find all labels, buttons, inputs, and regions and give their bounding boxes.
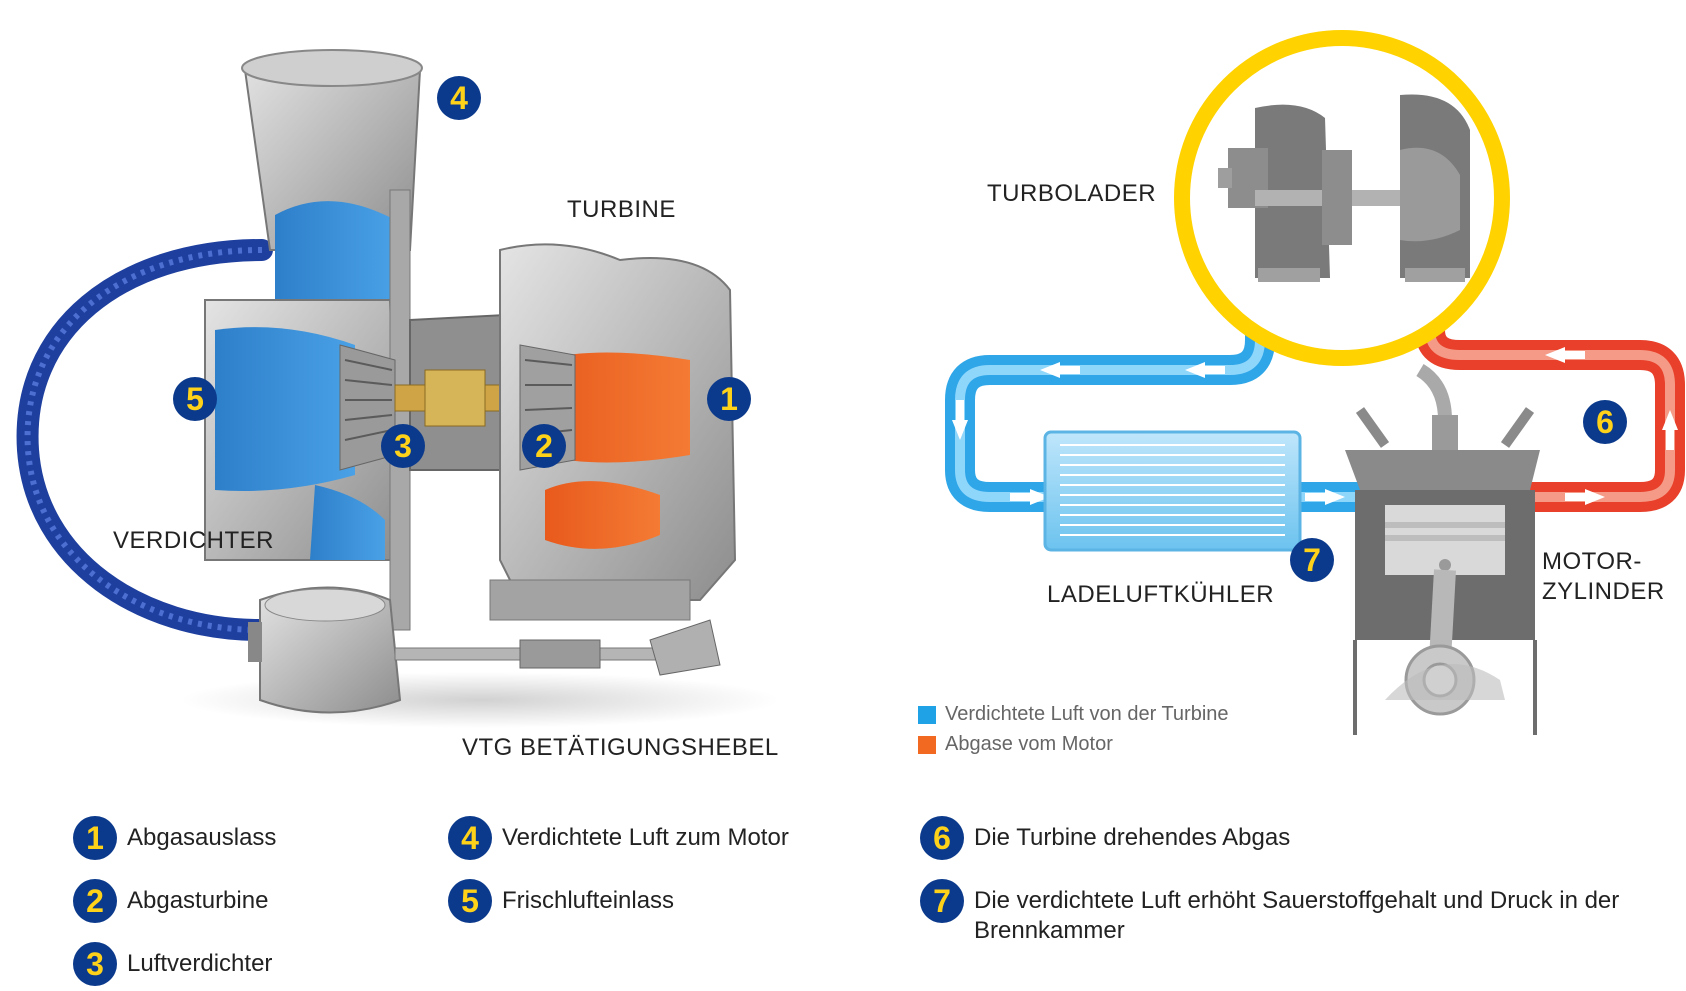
badge-5: 5 xyxy=(173,377,217,421)
label-motor-zylinder: MOTOR- ZYLINDER xyxy=(1542,547,1665,607)
label-verdichter: VERDICHTER xyxy=(113,527,275,554)
engine-cylinder xyxy=(1345,363,1540,735)
turbo-circuit-diagram xyxy=(945,30,1685,735)
badge-1: 1 xyxy=(707,377,751,421)
key-badge-1: 1 xyxy=(73,816,117,860)
label-motor-line1: MOTOR- xyxy=(1542,548,1642,575)
key-badge-7: 7 xyxy=(920,879,964,923)
key-text-1: Abgasauslass xyxy=(127,824,277,851)
legend-text-air: Verdichtete Luft von der Turbine xyxy=(945,703,1229,725)
badge-7: 7 xyxy=(1290,538,1334,582)
key-item-5: 5 Frischlufteinlass xyxy=(448,879,674,923)
label-vtg-betaetigungshebel: VTG BETÄTIGUNGSHEBEL xyxy=(462,734,779,761)
badge-6: 6 xyxy=(1583,400,1627,444)
badge-2: 2 xyxy=(522,424,566,468)
badge-3: 3 xyxy=(381,424,425,468)
key-text-6: Die Turbine drehendes Abgas xyxy=(974,824,1291,851)
label-turbine: TURBINE xyxy=(567,196,676,223)
key-badge-2: 2 xyxy=(73,879,117,923)
turbolader-icon xyxy=(1218,94,1470,282)
key-item-2: 2 Abgasturbine xyxy=(73,879,268,923)
key-text-7: Die verdichtete Luft erhöht Sauerstoffge… xyxy=(974,887,1620,944)
key-text-5: Frischlufteinlass xyxy=(502,887,675,914)
label-motor-line2: ZYLINDER xyxy=(1542,578,1665,605)
turbocharger-cutaway xyxy=(16,49,780,728)
key-text-3: Luftverdichter xyxy=(127,950,273,977)
key-text-2: Abgasturbine xyxy=(127,887,269,914)
key-item-6: 6 Die Turbine drehendes Abgas xyxy=(920,816,1290,860)
key-badge-5: 5 xyxy=(448,879,492,923)
legend-swatch-exhaust xyxy=(918,736,936,754)
key-item-1: 1 Abgasauslass xyxy=(73,816,276,860)
key-item-7: 7 Die verdichtete Luft erhöht Sauerstoff… xyxy=(920,879,1620,946)
key-badge-6: 6 xyxy=(920,816,964,860)
legend-text-exhaust: Abgase vom Motor xyxy=(945,733,1113,755)
key-text-4: Verdichtete Luft zum Motor xyxy=(502,824,789,851)
legend-swatch-air xyxy=(918,706,936,724)
key-badge-3: 3 xyxy=(73,942,117,986)
key-item-4: 4 Verdichtete Luft zum Motor xyxy=(448,816,789,860)
badge-4: 4 xyxy=(437,76,481,120)
label-turbolader: TURBOLADER xyxy=(987,180,1157,207)
label-ladeluftkuehler: LADELUFTKÜHLER xyxy=(1047,581,1275,608)
key-badge-4: 4 xyxy=(448,816,492,860)
intercooler xyxy=(1043,430,1302,552)
key-item-3: 3 Luftverdichter xyxy=(73,942,272,986)
